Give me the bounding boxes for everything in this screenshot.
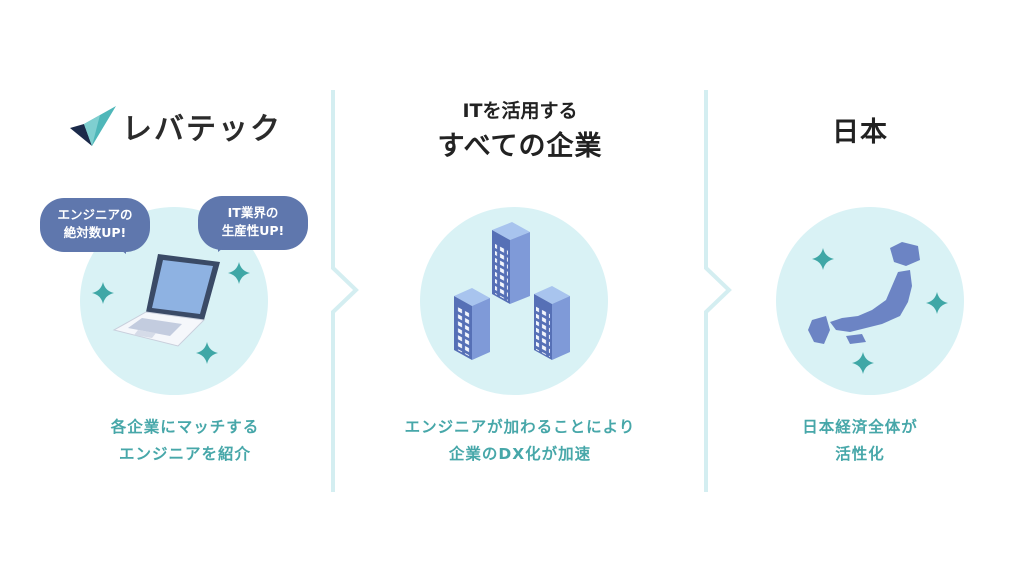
divider-chevron-2: [704, 90, 732, 492]
heading-small: ITを活用する: [462, 100, 578, 122]
sparkle-icon: [196, 342, 218, 364]
caption-line1: 日本経済全体が: [802, 418, 918, 436]
caption-line2: 活性化: [835, 445, 885, 463]
bubble-text-line1: エンジニアの: [57, 207, 133, 222]
sparkle-icon: [812, 248, 834, 270]
caption-line1: 各企業にマッチする: [110, 418, 260, 436]
bubble-text-line2: 生産性UP!: [221, 223, 285, 238]
speech-bubble-engineers: エンジニアの 絶対数UP!: [40, 198, 150, 252]
speech-bubble-tail: [218, 238, 236, 252]
divider-chevron-1: [331, 90, 359, 492]
column-levtech: レバテック エンジニアの 絶対数UP! IT業界: [40, 0, 330, 576]
column-caption: 各企業にマッチする エンジニアを紹介: [40, 414, 330, 468]
bubble-text-line1: IT業界の: [227, 205, 279, 220]
sparkle-icon: [228, 262, 250, 284]
column-japan: 日本 日本経済全体が 活性化: [720, 0, 1000, 576]
speech-bubble-tail: [108, 240, 126, 254]
column-caption: 日本経済全体が 活性化: [720, 414, 1000, 468]
office-buildings-icon: [454, 222, 570, 360]
speech-bubble-productivity: IT業界の 生産性UP!: [198, 196, 308, 250]
caption-line2: エンジニアを紹介: [118, 445, 251, 463]
column-caption: エンジニアが加わることにより 企業のDX化が加速: [360, 414, 680, 468]
laptop-icon: [112, 254, 220, 347]
heading-large: すべての企業: [437, 131, 603, 162]
heading-large: 日本: [832, 117, 888, 148]
sparkle-icon: [926, 292, 948, 314]
brand-logo: レバテック: [70, 104, 282, 148]
caption-line2: 企業のDX化が加速: [448, 445, 592, 463]
japan-map-icon: [808, 242, 920, 344]
bubble-text-line2: 絶対数UP!: [63, 225, 127, 240]
sparkle-icon: [852, 352, 874, 374]
caption-line1: エンジニアが加わることにより: [404, 418, 636, 436]
column-companies: ITを活用する すべての企業 エンジニ: [360, 0, 680, 576]
column-dividers: [331, 90, 732, 492]
sparkle-icon: [92, 282, 114, 304]
brand-checkmark-icon: [70, 106, 116, 146]
brand-logo-text: レバテック: [122, 112, 282, 147]
